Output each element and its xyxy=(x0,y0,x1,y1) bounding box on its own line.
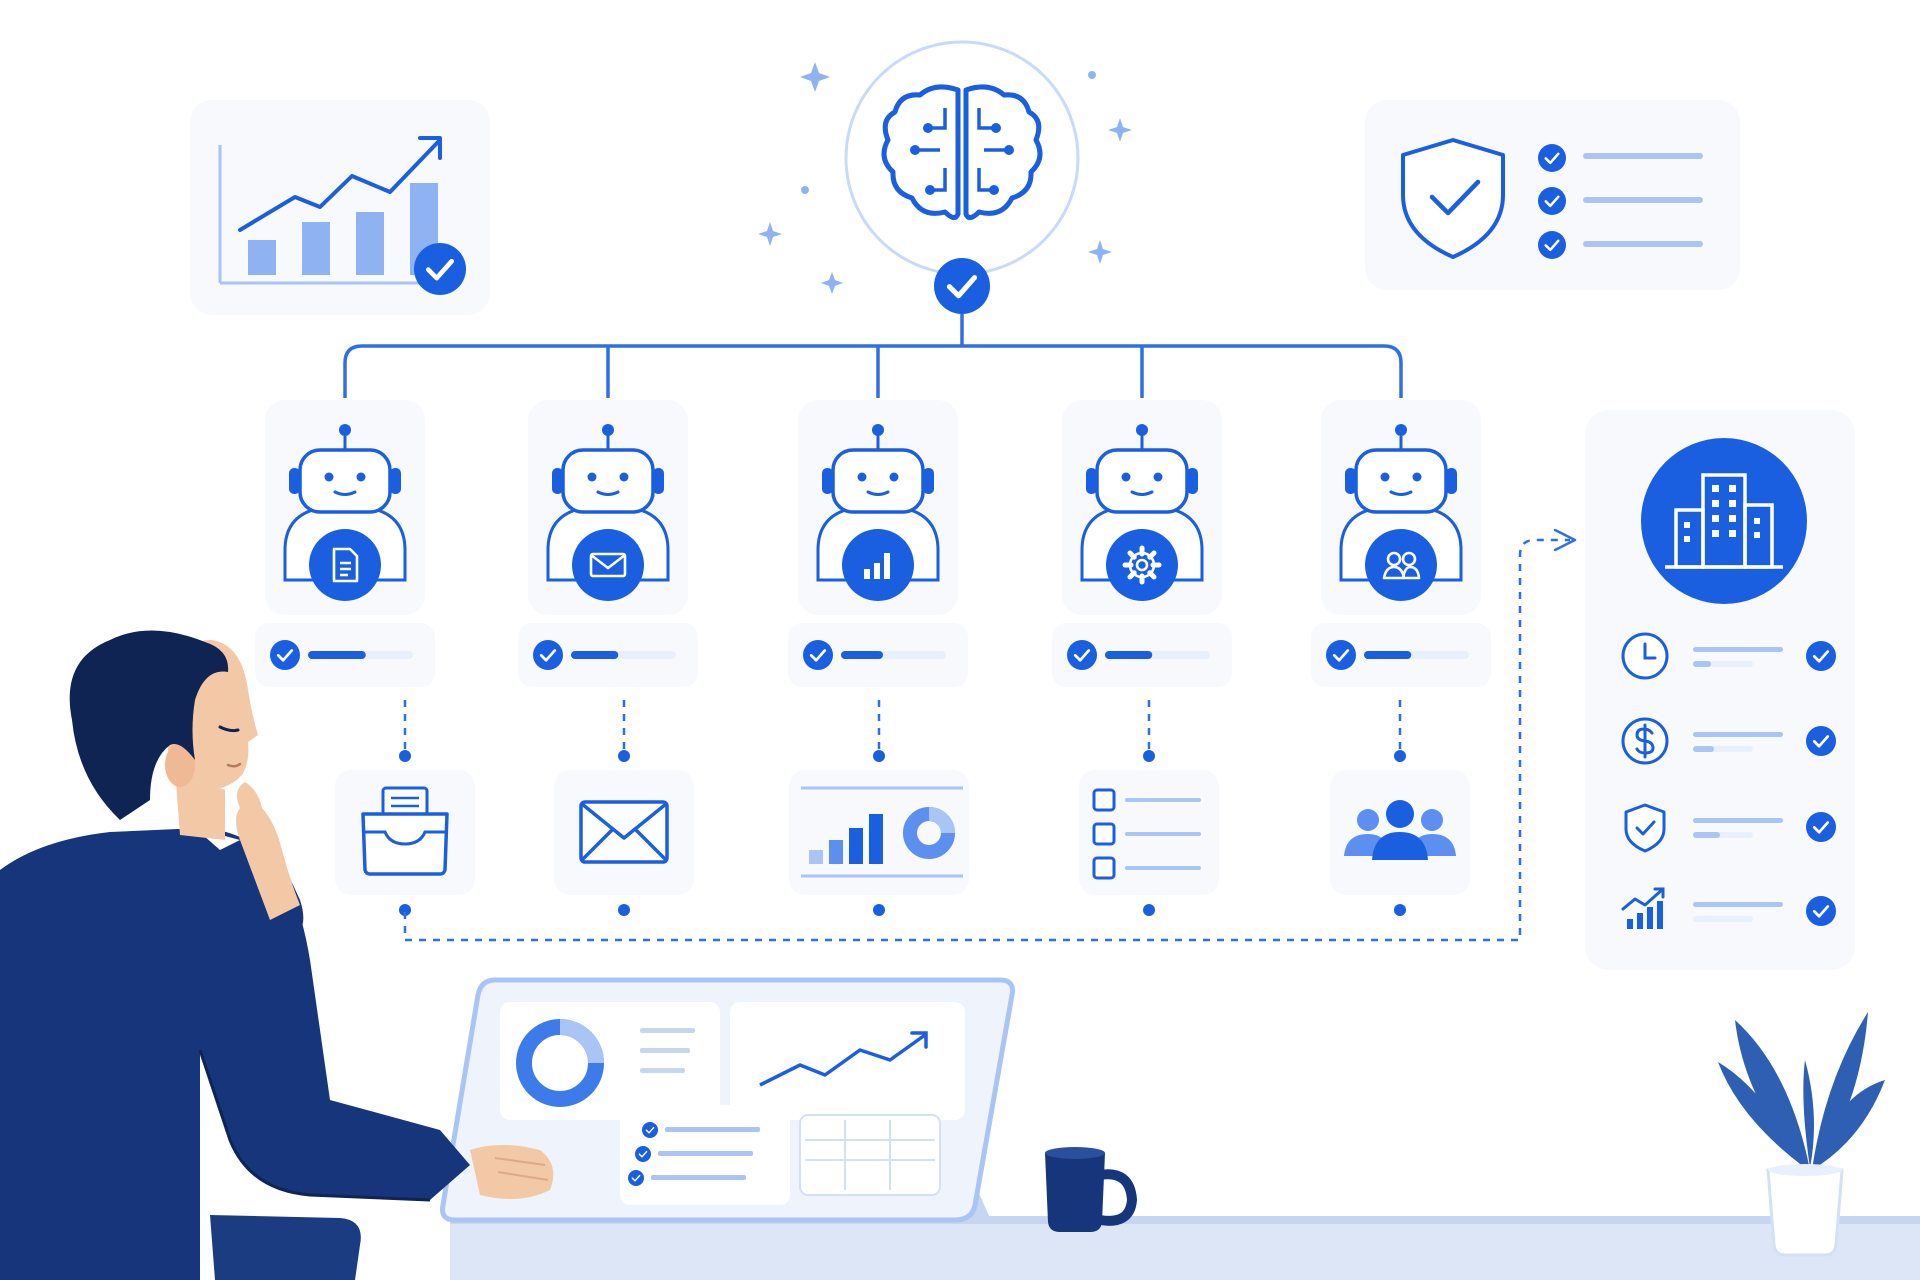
bar-chart-icon xyxy=(842,529,914,601)
desk xyxy=(450,1222,1920,1280)
clock-icon xyxy=(1621,632,1669,680)
gear-icon xyxy=(1106,529,1178,601)
level-fill xyxy=(1693,832,1720,838)
agent-3 xyxy=(788,400,969,916)
folder-files-icon xyxy=(361,786,449,876)
central-check-icon xyxy=(934,258,990,314)
agent-2 xyxy=(518,400,698,916)
hierarchy-connectors xyxy=(343,314,1403,398)
agent-1 xyxy=(255,400,475,916)
enterprise-row xyxy=(1621,717,1836,765)
document-icon xyxy=(309,529,381,601)
enterprise-row xyxy=(1621,887,1836,929)
growth-chart-icon xyxy=(218,136,445,285)
coffee-mug xyxy=(1045,1147,1138,1232)
growth-icon xyxy=(1621,887,1665,929)
row-check-icon xyxy=(1806,812,1836,842)
status-check-icon xyxy=(1326,640,1356,670)
progress-fill xyxy=(571,651,619,659)
row-check-icon xyxy=(1806,641,1836,671)
potted-plant xyxy=(1718,1012,1885,1257)
mail-icon xyxy=(572,529,644,601)
checklist-icon xyxy=(1092,788,1201,880)
dollar-icon xyxy=(1621,717,1669,765)
row-check-icon xyxy=(1806,726,1836,756)
shield-icon xyxy=(1624,803,1666,853)
enterprise-row xyxy=(1621,632,1836,680)
level-track xyxy=(1693,916,1753,922)
shield-check-icon xyxy=(1401,138,1505,259)
status-check-icon xyxy=(1067,640,1097,670)
sparkle-icons xyxy=(758,62,1132,294)
people-group-icon xyxy=(1344,800,1456,860)
level-fill xyxy=(1693,661,1711,667)
agent-5 xyxy=(1311,400,1491,916)
check-badge-icon xyxy=(414,243,466,295)
brain-circuit-icon xyxy=(844,40,1080,276)
agents-layer xyxy=(255,400,1491,916)
office-building-icon xyxy=(1641,438,1807,604)
status-check-icon xyxy=(270,640,300,670)
tablet-dashboard xyxy=(440,977,1015,1223)
progress-fill xyxy=(1105,651,1153,659)
enterprise-checklist xyxy=(1621,632,1836,929)
level-fill xyxy=(1693,746,1714,752)
status-check-icon xyxy=(803,640,833,670)
progress-fill xyxy=(308,651,366,659)
agent-4 xyxy=(1052,400,1232,916)
progress-fill xyxy=(1364,651,1412,659)
team-icon xyxy=(1365,529,1437,601)
envelope-icon xyxy=(579,800,669,864)
status-check-icon xyxy=(533,640,563,670)
arrow-right-icon xyxy=(1553,528,1577,552)
row-check-icon xyxy=(1806,896,1836,926)
security-checklist xyxy=(1538,144,1703,259)
enterprise-row xyxy=(1624,803,1836,853)
person-thinking xyxy=(0,630,554,1280)
report-chart-icon xyxy=(801,786,963,878)
progress-fill xyxy=(841,651,883,659)
